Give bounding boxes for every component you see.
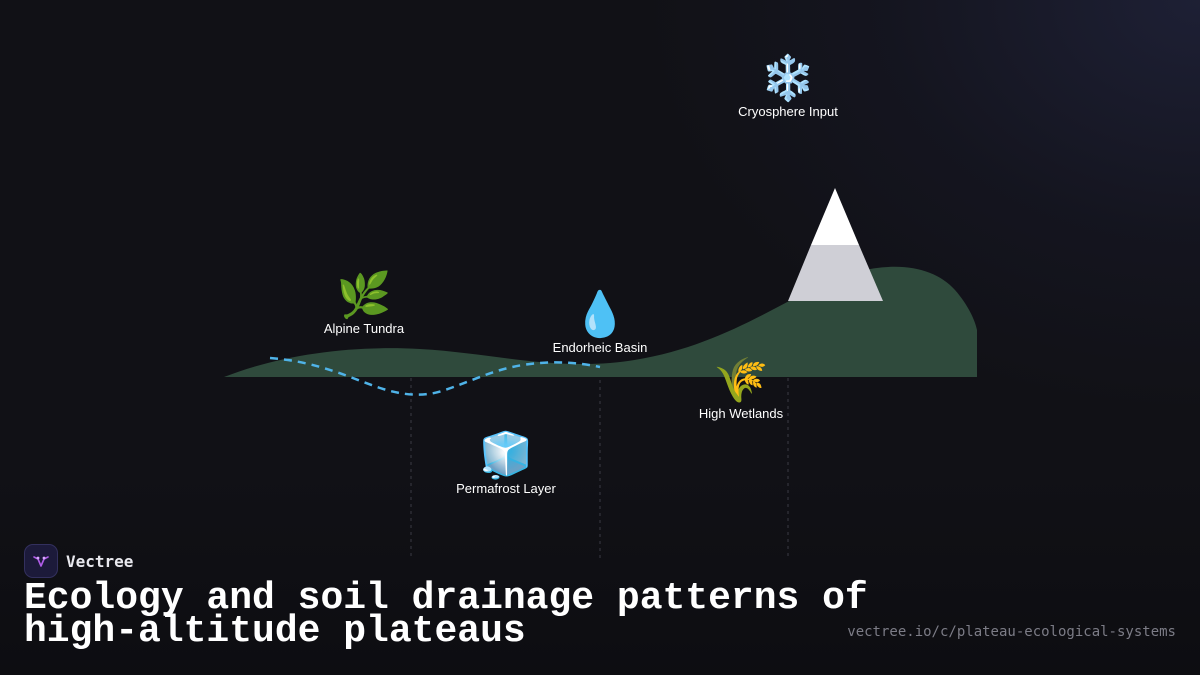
node-permafrost-layer: 🧊 Permafrost Layer: [416, 430, 596, 497]
node-label: Permafrost Layer: [456, 481, 556, 496]
source-url: vectree.io/c/plateau-ecological-systems: [847, 624, 1176, 640]
node-label: Endorheic Basin: [552, 340, 648, 355]
node-label: High Wetlands: [698, 406, 784, 421]
mountain-snowcap: [811, 188, 859, 245]
node-cryosphere-input: ❄️ Cryosphere Input: [698, 53, 878, 120]
snowflake-icon: ❄️: [760, 53, 816, 104]
vectree-logo-icon: [24, 544, 58, 578]
droplet-icon: 💧: [572, 289, 628, 340]
page-title: Ecology and soil drainage patterns of hi…: [24, 577, 868, 653]
grain-icon: 🌾: [713, 355, 769, 406]
ice-cube-icon: 🧊: [478, 430, 534, 481]
brand-name: Vectree: [66, 551, 134, 571]
node-label: Cryosphere Input: [738, 104, 838, 119]
brand: Vectree: [24, 544, 133, 578]
node-alpine-tundra: 🌿 Alpine Tundra: [274, 270, 454, 337]
node-endorheic-basin: 💧 Endorheic Basin: [510, 289, 690, 356]
mountain-rock: [788, 245, 883, 301]
terrain-profile: [224, 266, 977, 377]
node-high-wetlands: 🌾 High Wetlands: [651, 355, 831, 422]
drainage-flow-path: [269, 356, 601, 396]
herb-icon: 🌿: [336, 270, 392, 321]
node-label: Alpine Tundra: [323, 321, 405, 336]
